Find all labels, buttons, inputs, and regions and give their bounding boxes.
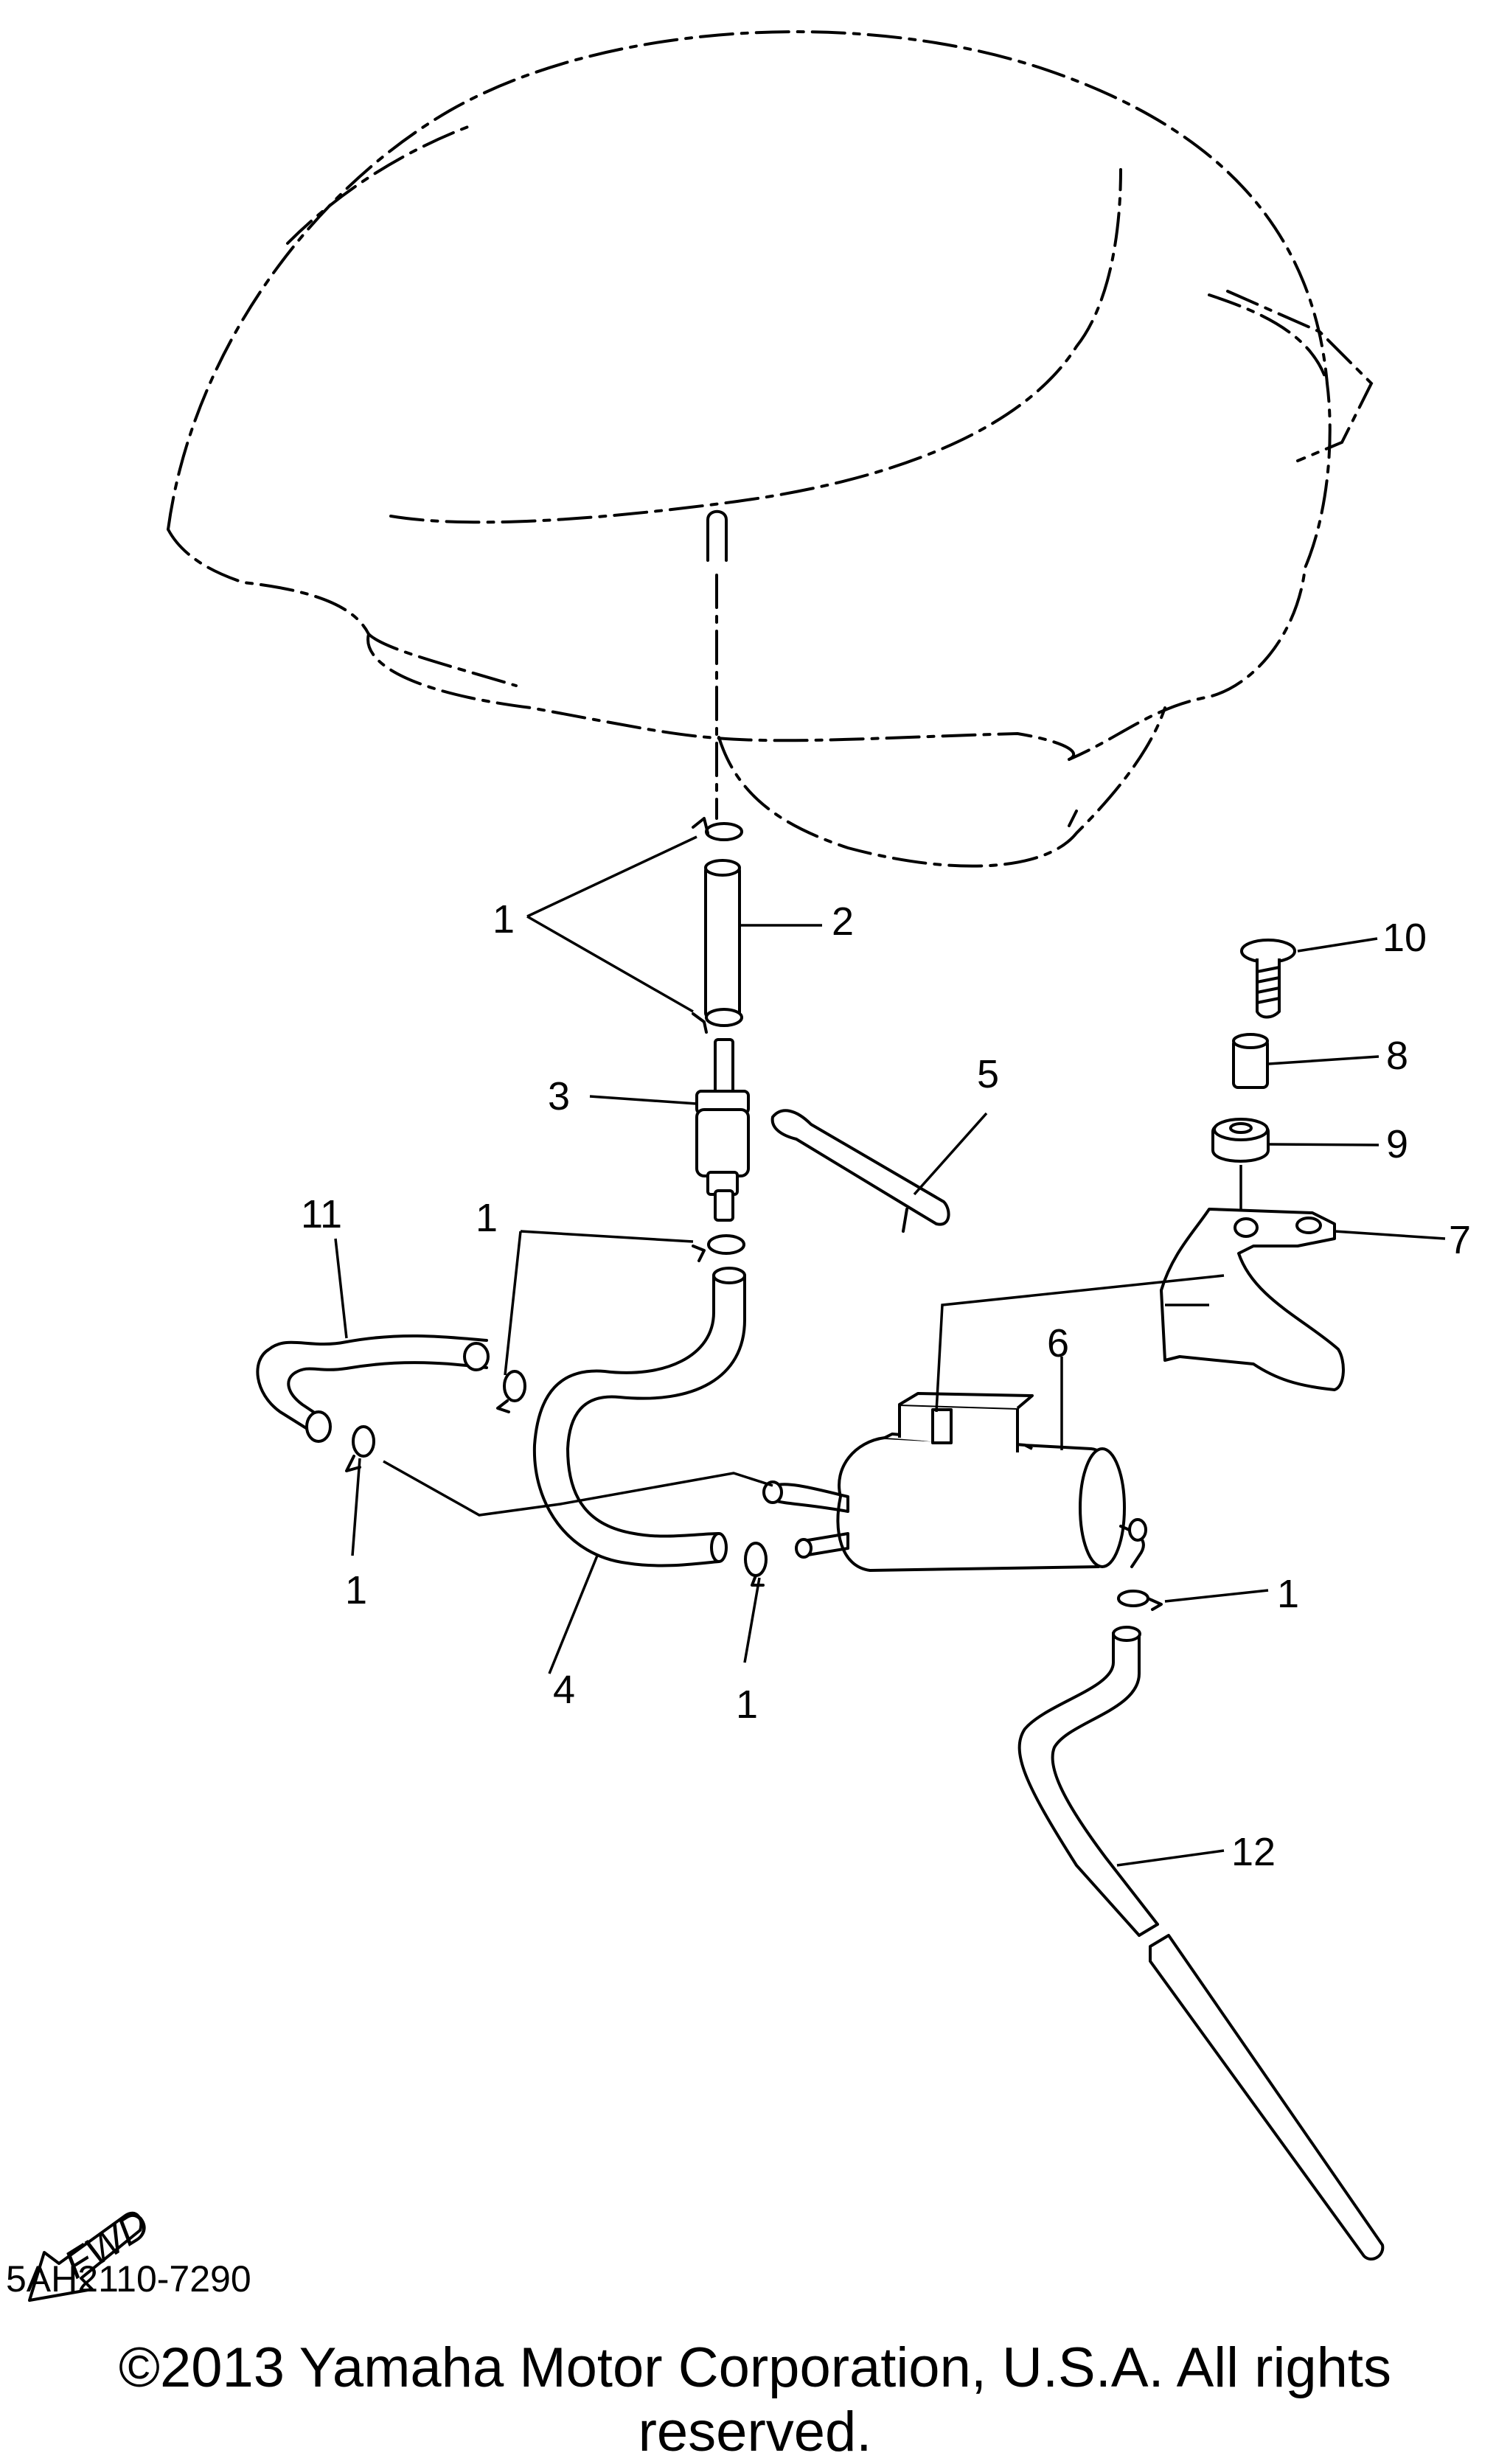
clip-upper: [692, 817, 743, 841]
copyright-notice: ©2013 Yamaha Motor Corporation, U.S.A. A…: [118, 2336, 1392, 2463]
fuel-tank: [167, 30, 1374, 868]
callout-6: 6: [1047, 1321, 1069, 1365]
callout-8: 8: [1386, 1034, 1408, 1078]
part-7-bracket: [1160, 1208, 1446, 1391]
part-2-hose: [704, 859, 822, 1019]
callout-2: 2: [832, 899, 854, 944]
callout-1-e: 1: [736, 1682, 758, 1727]
callout-1-a: 1: [493, 897, 515, 942]
callout-10: 10: [1382, 916, 1427, 960]
clip-bottom: [744, 1542, 768, 1587]
callout-11: 11: [301, 1192, 342, 1236]
callout-7: 7: [1449, 1218, 1471, 1262]
part-9-grommet: [1211, 1118, 1379, 1209]
part-10-bolt: [1240, 937, 1378, 1019]
clip-lower: [692, 1008, 743, 1034]
clip-mid: [692, 1234, 745, 1262]
part-12-hose: [1017, 1626, 1385, 2261]
clip-left: [345, 1425, 375, 1472]
callout-12: 12: [1231, 1830, 1276, 1874]
callout-4: 4: [553, 1668, 575, 1712]
clip-canister: [1117, 1589, 1269, 1611]
part-8-collar: [1232, 1033, 1379, 1089]
diagram-code: 5AH2110-7290: [6, 2258, 251, 2300]
part-11-hose: [256, 1238, 490, 1443]
part-5-strap: [770, 1109, 988, 1233]
callout-1-b: 1: [476, 1196, 498, 1240]
clip-right: [496, 1370, 526, 1413]
part-3-fuel-filter: [589, 1038, 750, 1222]
callout-3: 3: [548, 1074, 570, 1118]
part-6-canister: [762, 1357, 1147, 1572]
callout-9: 9: [1386, 1122, 1408, 1166]
callout-1-c: 1: [345, 1568, 367, 1612]
callout-5: 5: [977, 1052, 999, 1096]
callout-1-d: 1: [1277, 1572, 1299, 1616]
part-4-hose: [532, 1267, 746, 1674]
